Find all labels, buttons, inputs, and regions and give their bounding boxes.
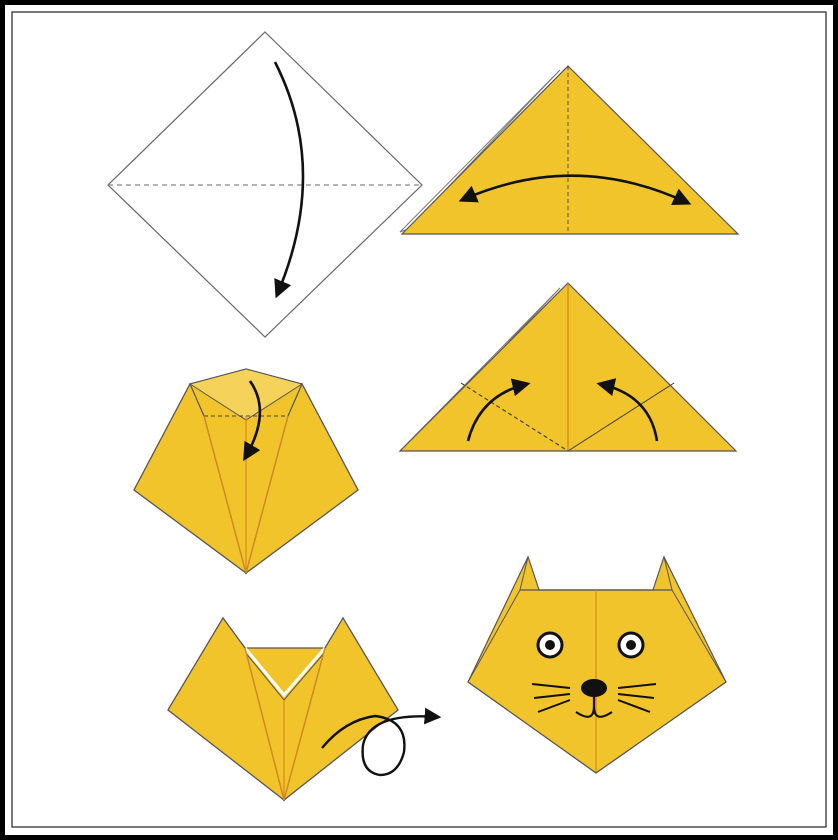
nose bbox=[581, 679, 607, 697]
right-eye bbox=[619, 633, 643, 657]
step-5-ears bbox=[168, 618, 438, 800]
step-4-ears bbox=[134, 369, 358, 573]
step-2-triangle bbox=[400, 66, 738, 234]
step-1-square bbox=[108, 32, 422, 337]
step-3-triangle bbox=[400, 283, 736, 451]
left-eye bbox=[538, 633, 562, 657]
step-6-cat-face bbox=[468, 557, 726, 773]
frame-border bbox=[3, 3, 836, 838]
